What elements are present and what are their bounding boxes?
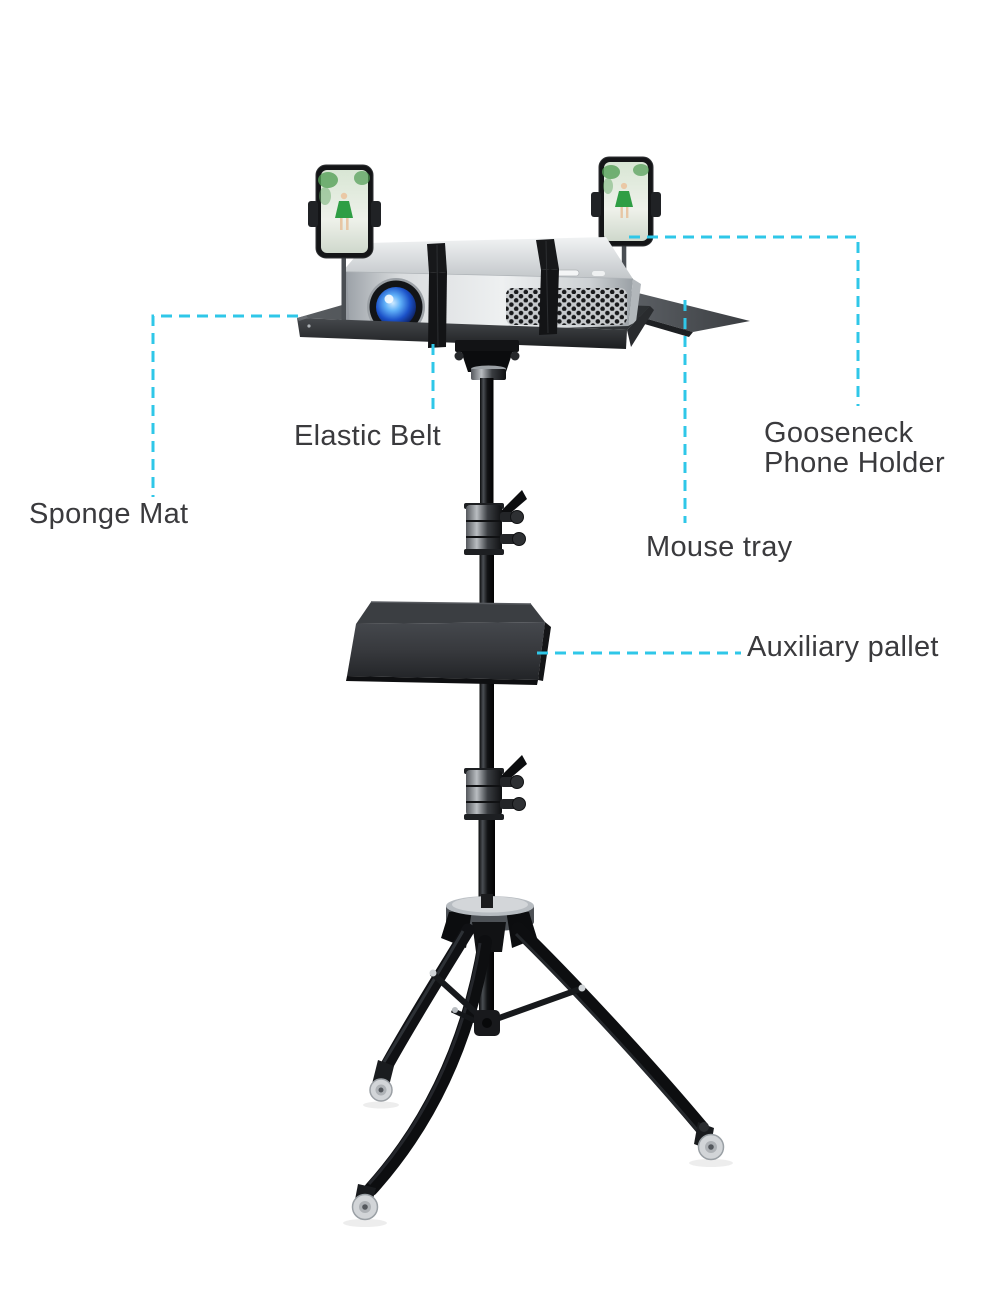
- phone-clamp-grip: [591, 192, 601, 217]
- caster-wheel-front: [351, 1184, 379, 1221]
- projector: [341, 237, 641, 336]
- caster-wheel-right: [694, 1122, 725, 1161]
- phone-clamp-grip: [371, 201, 381, 227]
- label-auxiliary-pallet: Auxiliary pallet: [747, 631, 939, 663]
- tripod-legs: [364, 922, 709, 1196]
- label-elastic-belt: Elastic Belt: [294, 420, 442, 452]
- projector-lens: [367, 278, 425, 336]
- elastic-belt-straps: [427, 239, 559, 348]
- label-gooseneck-phone-holder: Gooseneck Phone Holder: [764, 418, 945, 478]
- phone-clamp-grip: [651, 192, 661, 217]
- callout-line-gooseneck: [629, 235, 860, 406]
- tilt-bracket: [454, 340, 520, 380]
- height-adjust-clamp-upper: [464, 490, 527, 555]
- callout-lines: [151, 235, 860, 655]
- caster-wheel-back-left: [369, 1060, 394, 1102]
- height-adjust-clamp-lower: [464, 755, 527, 820]
- phone-holder-left: [308, 164, 381, 322]
- phone-holder-right: [591, 156, 661, 304]
- auxiliary-pallet: [346, 601, 551, 685]
- callout-line-sponge-mat: [151, 314, 298, 497]
- tripod-base: [343, 894, 733, 1227]
- label-mouse-tray: Mouse tray: [646, 531, 793, 563]
- sponge-mat-tray-front: [297, 306, 654, 349]
- leg-support-struts: [429, 969, 586, 1036]
- label-sponge-mat: Sponge Mat: [29, 498, 189, 530]
- label-gooseneck-line1: Gooseneck: [764, 417, 914, 449]
- label-gooseneck-line2: Phone Holder: [764, 447, 945, 479]
- tripod-pole: [478, 378, 495, 1020]
- phone-clamp-grip: [308, 201, 318, 227]
